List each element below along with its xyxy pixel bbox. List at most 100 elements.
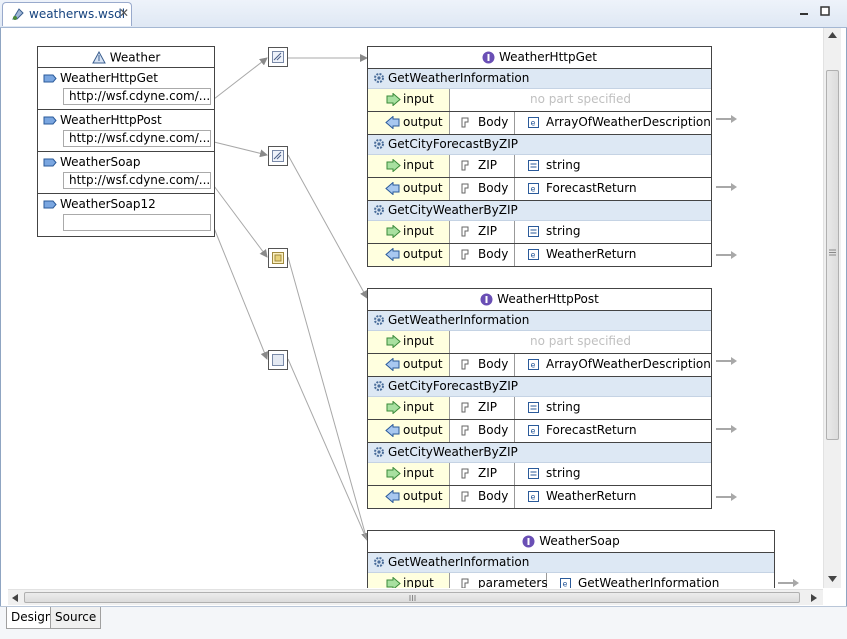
part-name: Body <box>478 115 509 129</box>
reference-arrow-icon[interactable] <box>716 424 738 434</box>
grip-icon <box>829 249 836 256</box>
operation-row[interactable]: GetCityForecastByZIP <box>368 377 711 397</box>
tab-source[interactable]: Source <box>50 607 102 629</box>
service-name: Weather <box>109 50 161 65</box>
port-item[interactable]: WeatherSoap http://wsf.cdyne.com/... <box>38 152 214 194</box>
part-icon <box>461 425 469 436</box>
reference-arrow-icon[interactable] <box>778 578 800 588</box>
io-label: output <box>403 247 443 261</box>
binding-icon <box>272 150 284 162</box>
design-canvas[interactable]: Weather WeatherHttpGet http://wsf.cdyne.… <box>8 28 822 588</box>
binding-box[interactable] <box>268 47 288 67</box>
reference-arrow-icon[interactable] <box>716 356 738 366</box>
operation-row[interactable]: GetWeatherInformation <box>368 69 711 89</box>
scroll-right-icon[interactable] <box>811 594 817 602</box>
reference-arrow-icon[interactable] <box>716 114 738 124</box>
type-name: WeatherReturn <box>546 489 637 503</box>
port-icon <box>43 158 57 167</box>
operation-row[interactable]: GetCityForecastByZIP <box>368 135 711 155</box>
port-name: WeatherSoap12 <box>60 197 156 211</box>
port-address-field[interactable] <box>63 214 211 231</box>
reference-arrow-icon[interactable] <box>716 492 738 502</box>
port-item[interactable]: WeatherHttpPost http://wsf.cdyne.com/... <box>38 110 214 152</box>
operation-name: GetCityForecastByZIP <box>388 137 519 151</box>
part-name: Body <box>478 423 509 437</box>
binding-box[interactable] <box>268 248 288 268</box>
port-item[interactable]: WeatherSoap12 <box>38 194 214 236</box>
part-name: Body <box>478 357 509 371</box>
input-arrow-icon <box>386 401 401 414</box>
horizontal-scroll-thumb[interactable] <box>24 592 800 603</box>
part-name: parameters <box>478 576 548 588</box>
operation-row[interactable]: GetWeatherInformation <box>368 553 774 573</box>
input-arrow-icon <box>386 467 401 480</box>
editor-tab-label: weatherws.wsdl <box>29 7 126 21</box>
binding-box[interactable] <box>268 146 288 166</box>
minimize-icon[interactable] <box>799 6 809 16</box>
simple-type-icon <box>528 402 539 413</box>
tab-design[interactable]: Design <box>6 607 58 629</box>
service-weather[interactable]: Weather WeatherHttpGet http://wsf.cdyne.… <box>37 46 215 237</box>
porttype-table[interactable]: WeatherHttpPost GetWeatherInformation in… <box>367 288 712 509</box>
horizontal-scrollbar[interactable] <box>8 589 823 605</box>
input-row[interactable]: input ZIP string <box>368 221 711 244</box>
editor-tab-weatherws[interactable]: weatherws.wsdl ✕ <box>2 2 132 26</box>
part-icon <box>461 249 469 260</box>
input-row[interactable]: input ZIP string <box>368 463 711 486</box>
part-icon <box>461 160 469 171</box>
element-icon: e <box>528 425 539 436</box>
operation-row[interactable]: GetCityWeatherByZIP <box>368 443 711 463</box>
operation-name: GetWeatherInformation <box>388 71 530 85</box>
input-row[interactable]: input ZIP string <box>368 397 711 420</box>
operation-row[interactable]: GetCityWeatherByZIP <box>368 201 711 221</box>
vertical-scrollbar[interactable] <box>823 28 841 588</box>
io-label: output <box>403 357 443 371</box>
porttype-name: WeatherHttpGet <box>499 50 597 64</box>
operation-row[interactable]: GetWeatherInformation <box>368 311 711 331</box>
service-header: Weather <box>38 47 214 68</box>
port-item[interactable]: WeatherHttpGet http://wsf.cdyne.com/... <box>38 68 214 110</box>
type-name: string <box>546 224 581 238</box>
port-address-field[interactable]: http://wsf.cdyne.com/... <box>63 88 211 105</box>
input-arrow-icon <box>386 159 401 172</box>
port-address-field[interactable]: http://wsf.cdyne.com/... <box>63 172 211 189</box>
service-icon <box>91 50 106 64</box>
input-row[interactable]: input no part specified <box>368 331 711 354</box>
binding-box[interactable] <box>268 350 288 370</box>
scroll-down-icon[interactable] <box>828 576 837 582</box>
porttype-table[interactable]: WeatherSoap GetWeatherInformation input … <box>367 530 775 588</box>
maximize-icon[interactable] <box>820 6 830 16</box>
port-address-field[interactable]: http://wsf.cdyne.com/... <box>63 130 211 147</box>
no-part-placeholder: no part specified <box>530 334 631 348</box>
gear-icon <box>374 205 384 215</box>
simple-type-icon <box>528 160 539 171</box>
port-icon <box>43 116 57 125</box>
input-row[interactable]: input ZIP string <box>368 155 711 178</box>
part-name: ZIP <box>478 158 497 172</box>
part-icon <box>461 183 469 194</box>
porttype-table[interactable]: WeatherHttpGet GetWeatherInformation inp… <box>367 46 712 267</box>
type-name: GetWeatherInformation <box>578 576 720 588</box>
input-row[interactable]: input no part specified <box>368 89 711 112</box>
reference-arrow-icon[interactable] <box>716 182 738 192</box>
simple-type-icon <box>528 468 539 479</box>
vertical-scroll-thumb[interactable] <box>826 70 839 440</box>
io-label: input <box>403 466 434 480</box>
reference-arrow-icon[interactable] <box>716 250 738 260</box>
io-label: input <box>403 334 434 348</box>
type-name: string <box>546 466 581 480</box>
io-label: output <box>403 423 443 437</box>
scroll-up-icon[interactable] <box>828 32 837 38</box>
close-icon[interactable]: ✕ <box>119 6 130 20</box>
part-name: Body <box>478 489 509 503</box>
scroll-left-icon[interactable] <box>12 594 18 602</box>
io-label: input <box>403 576 434 588</box>
porttype-header: WeatherHttpGet <box>368 47 711 69</box>
